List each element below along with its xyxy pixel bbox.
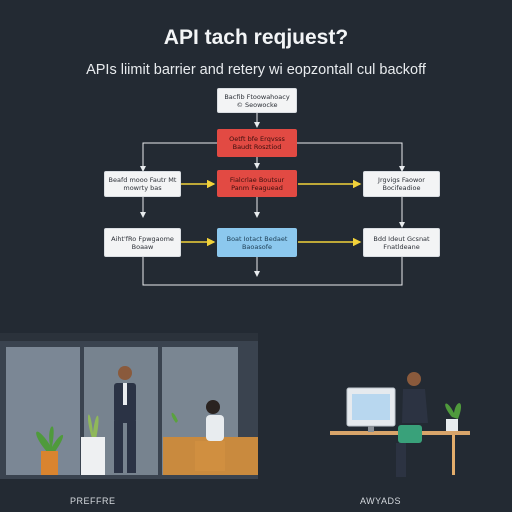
planter-illustration: [81, 414, 105, 475]
flow-node-right-1: Jrgvigs Faowor Bocifeadioe: [363, 171, 440, 197]
node-text-line: Bacfib Ftoowahoacy: [224, 92, 290, 101]
flow-node-right-2: Bdd Ideut Gcsnat Fnatldeane: [363, 228, 440, 257]
node-text-line: Baoasofe: [241, 242, 273, 251]
node-text-line: Jrgvigs Faowor: [378, 176, 425, 184]
flow-node-left-1: Beafd mooo Fautr Mt mowrty bas: [104, 171, 181, 197]
node-text-line: mowrty bas: [123, 184, 162, 192]
node-text-line: © Seowocke: [236, 100, 278, 109]
workstation-illustration: [330, 372, 470, 477]
node-text-line: Aiht'fRo Fpwgaome: [111, 234, 174, 243]
node-text-line: Panm Feaguead: [231, 183, 283, 192]
node-text-line: Oetft bfe Erqvsss: [229, 135, 285, 143]
node-text-line: Bocifeadioe: [382, 184, 421, 192]
node-text-line: Boaaw: [131, 242, 154, 251]
node-text-line: Bdd Ideut Gcsnat: [373, 234, 430, 243]
standing-person-illustration: [114, 366, 136, 473]
node-text-line: Fialcrlae Boutsur: [229, 175, 285, 184]
scene-caption-left: PREFFRE: [70, 496, 116, 506]
page-subtitle: APIs liimit barrier and retery wi eopzon…: [86, 62, 426, 78]
page-title: API tach reqjuest?: [163, 26, 349, 49]
flow-node-red-2: Fialcrlae Boutsur Panm Feaguead: [217, 170, 297, 197]
office-illustration: PREFFRE AWYADS: [0, 333, 470, 506]
node-text-line: Fnatldeane: [383, 242, 420, 251]
flowchart-connectors: [140, 112, 405, 286]
scene-caption-right: AWYADS: [360, 496, 401, 506]
plant-illustration: [36, 426, 64, 475]
flow-node-top: Bacfib Ftoowahoacy © Seowocke: [217, 88, 297, 113]
node-text-line: Boat Iotact Bedaet: [226, 234, 288, 243]
flow-node-left-2: Aiht'fRo Fpwgaome Boaaw: [104, 228, 181, 257]
flow-node-red-1: Oetft bfe Erqvsss Baudt Rosztiod: [217, 129, 297, 157]
node-text-line: Baudt Rosztiod: [232, 143, 282, 151]
seated-person-illustration: [163, 400, 258, 475]
flow-node-blue: Boat Iotact Bedaet Baoasofe: [217, 228, 297, 257]
node-text-line: Beafd mooo Fautr Mt: [108, 176, 177, 184]
